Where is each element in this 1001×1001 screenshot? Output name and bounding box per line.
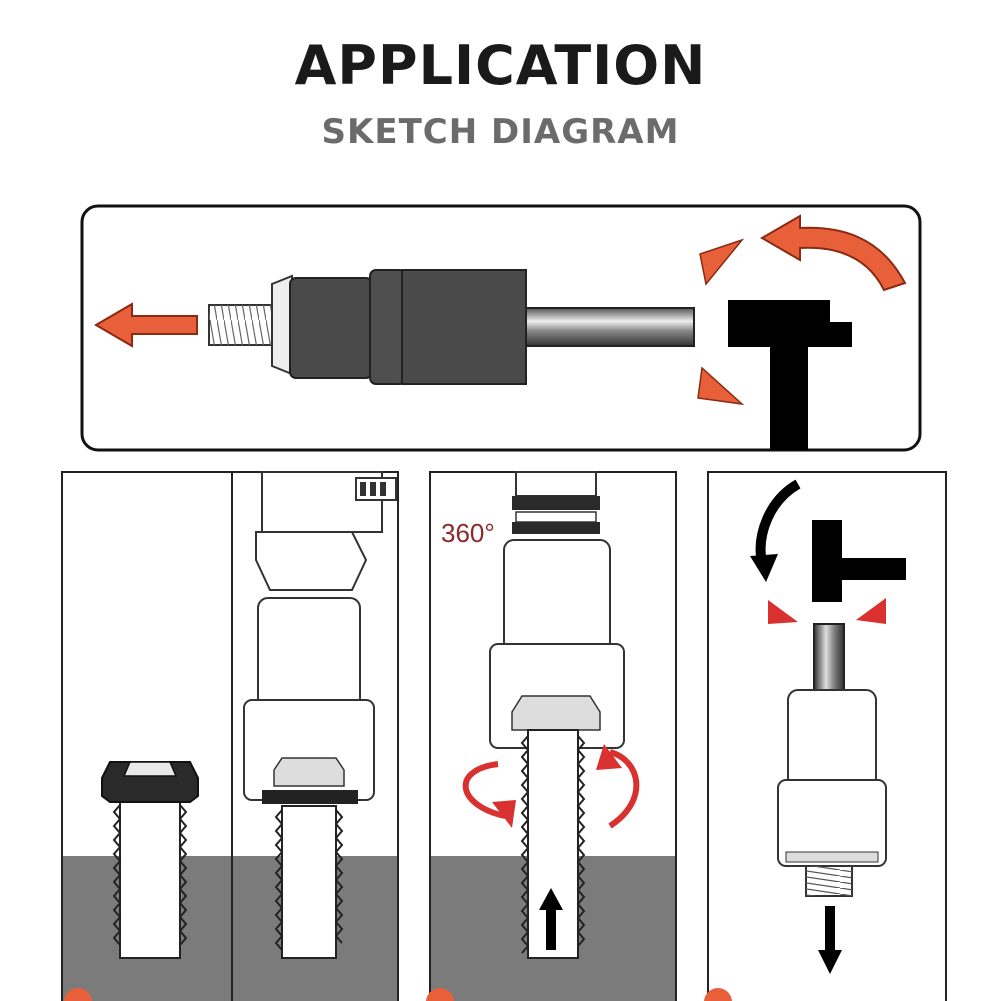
threaded-stud [208, 304, 280, 346]
impact-mark-icon [768, 598, 886, 624]
extractor-socket [489, 539, 625, 749]
rotation-label: 360° [441, 518, 495, 548]
bottom-panel-2: 360° [426, 471, 677, 1001]
broken-bolt [274, 805, 344, 959]
bottom-panel-1 [61, 471, 399, 1001]
rotation-arrow-icon [462, 744, 640, 829]
extractor-socket [289, 269, 527, 385]
drive-rod [813, 623, 845, 693]
arrow-up-icon [539, 888, 563, 950]
extractor-socket [777, 689, 887, 867]
threaded-stud [805, 865, 853, 897]
arrow-left-icon [94, 302, 198, 348]
impact-mark-icon [697, 238, 745, 406]
page-title: APPLICATION [294, 34, 707, 97]
hammer-icon [812, 520, 906, 602]
broken-bolt [101, 761, 199, 959]
bottom-panel-3 [704, 471, 947, 1001]
drive-rod [525, 307, 695, 347]
curved-arrow-icon [750, 479, 801, 582]
hammer-icon [728, 300, 852, 450]
curved-arrow-icon [760, 214, 907, 292]
arrow-down-icon [818, 906, 842, 974]
ground-section [63, 856, 397, 1001]
broken-bolt [520, 729, 586, 959]
drill-chuck [255, 471, 397, 591]
extractor-socket [243, 597, 375, 804]
page-subtitle: SKETCH DIAGRAM [321, 112, 680, 152]
drill-chuck [512, 471, 600, 534]
top-panel [80, 204, 922, 452]
